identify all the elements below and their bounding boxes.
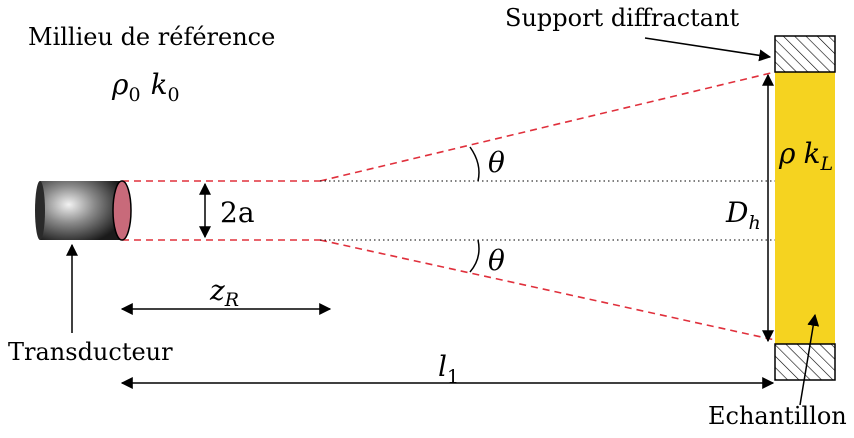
transducer-icon xyxy=(35,180,132,241)
angle-label-top: θ xyxy=(488,146,505,179)
distance-label: l1 xyxy=(438,350,459,388)
sample-label: Echantillon xyxy=(708,402,847,430)
sample-bar xyxy=(775,72,835,344)
angle-arc-top xyxy=(469,146,480,182)
sample-pointer-arrow xyxy=(799,313,820,406)
angle-arc-bottom xyxy=(469,239,480,273)
beam-lines xyxy=(122,71,776,341)
transducer-label: Transducteur xyxy=(8,338,173,366)
rayleigh-label: zR xyxy=(209,274,239,311)
aperture-label: 2a xyxy=(220,196,255,229)
support-pointer-arrow xyxy=(644,37,772,62)
support-top xyxy=(774,35,836,73)
axis-dotted-lines xyxy=(320,180,775,241)
medium-label: Millieu de référence xyxy=(28,23,275,51)
height-label: Dh xyxy=(725,196,761,234)
angle-label-bottom: θ xyxy=(488,244,505,277)
support-label: Support diffractant xyxy=(505,4,740,32)
